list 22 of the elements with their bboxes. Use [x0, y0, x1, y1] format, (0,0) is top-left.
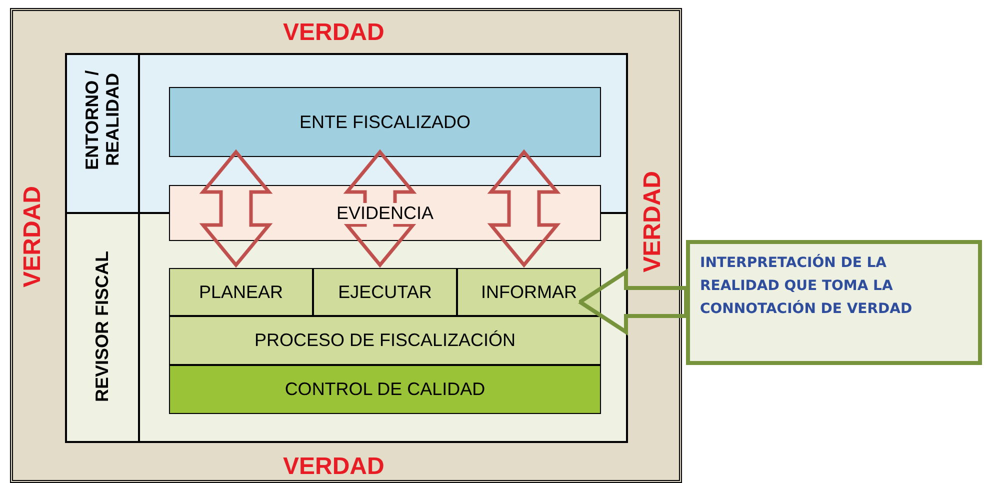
environment-band	[65, 53, 628, 185]
callout-box	[686, 240, 982, 365]
callout-text: INTERPRETACIÓN DE LA REALIDAD QUE TOMA LA CONNOTACIÓN DE VERDAD	[700, 253, 914, 320]
frame-label: VERDAD	[21, 186, 45, 288]
band-label: ENTORNO / REALIDAD	[82, 69, 124, 172]
process-box	[169, 87, 601, 157]
outer-frame	[10, 8, 682, 483]
process-box	[457, 268, 601, 316]
frame-label: VERDAD	[283, 455, 384, 479]
block-arrow	[487, 149, 561, 268]
block-arrow	[576, 268, 688, 336]
process-box	[169, 268, 313, 316]
process-box	[313, 268, 457, 316]
frame-label: VERDAD	[641, 171, 665, 272]
auditor-band	[65, 185, 628, 443]
block-arrow	[199, 149, 273, 268]
block-arrow	[343, 149, 417, 268]
process-box	[169, 316, 601, 365]
band-label: REVISOR FISCAL	[92, 251, 113, 402]
process-box	[169, 365, 601, 414]
process-box	[169, 185, 601, 241]
frame-label: VERDAD	[283, 21, 384, 45]
